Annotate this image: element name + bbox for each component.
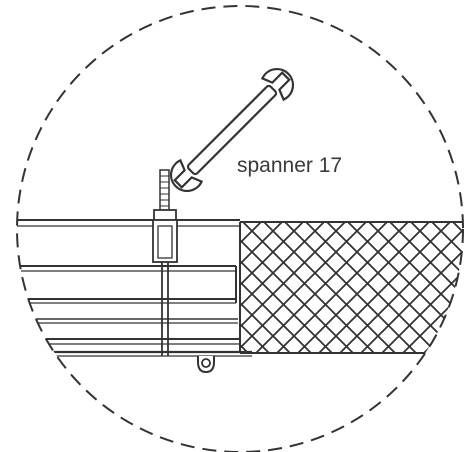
layered-profile-section [17, 219, 252, 357]
spanner-label: spanner 17 [237, 154, 342, 177]
threaded-bolt [152, 169, 178, 356]
spanner-icon [169, 67, 295, 193]
detail-circle [16, 5, 464, 452]
hatched-insulation-block [239, 221, 463, 354]
eye-fitting [197, 356, 215, 374]
